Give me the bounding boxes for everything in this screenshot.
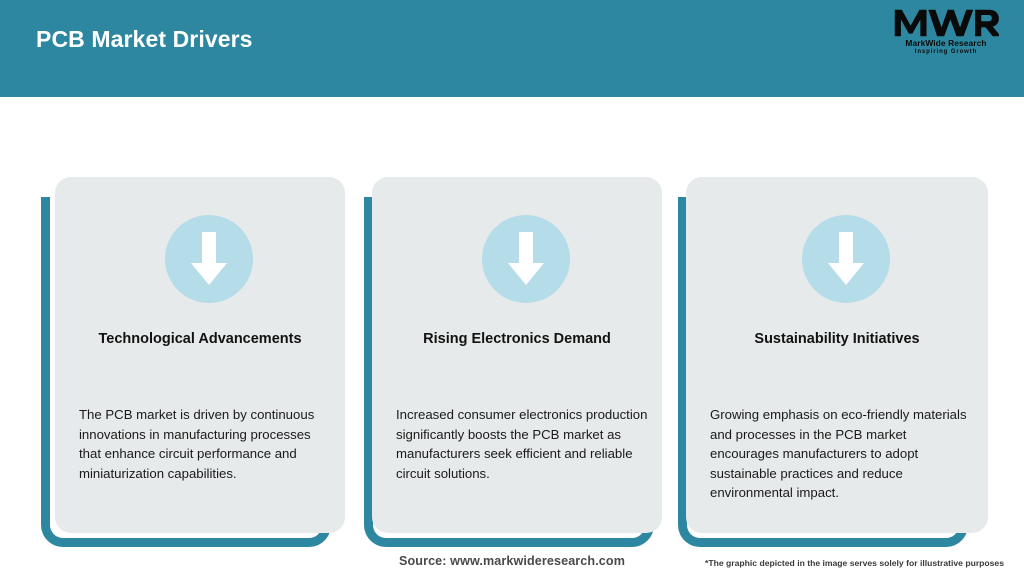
- brand-name: MarkWide Research: [905, 38, 987, 48]
- disclaimer-label: *The graphic depicted in the image serve…: [705, 558, 1004, 568]
- mwr-logo-icon: [894, 9, 999, 37]
- down-arrow-icon: [165, 215, 253, 303]
- driver-card[interactable]: Sustainability Initiatives Growing empha…: [686, 177, 988, 533]
- driver-card-body: Growing emphasis on eco-friendly materia…: [710, 407, 967, 501]
- driver-card[interactable]: Technological Advancements The PCB marke…: [55, 177, 345, 533]
- driver-card[interactable]: Rising Electronics Demand Increased cons…: [372, 177, 662, 533]
- source-label: Source: www.markwideresearch.com: [398, 554, 625, 568]
- header-bar: PCB Market Drivers MarkWide Research Ins…: [0, 0, 1024, 97]
- down-arrow-glyph: [191, 232, 227, 285]
- brand-logo: MarkWide Research Inspiring Growth: [892, 8, 1000, 60]
- down-arrow-icon: [482, 215, 570, 303]
- driver-card-group-3: Sustainability Initiatives Growing empha…: [672, 97, 990, 547]
- driver-card-body: Increased consumer electronics productio…: [396, 407, 648, 481]
- down-arrow-glyph: [508, 232, 544, 285]
- down-arrow-icon: [802, 215, 890, 303]
- driver-card-group-1: Technological Advancements The PCB marke…: [41, 97, 359, 547]
- driver-card-title: Rising Electronics Demand: [423, 331, 611, 347]
- driver-card-title: Sustainability Initiatives: [754, 331, 920, 347]
- brand-tagline: Inspiring Growth: [914, 49, 978, 55]
- page-title: PCB Market Drivers: [36, 26, 253, 52]
- down-arrow-glyph: [828, 232, 864, 285]
- driver-card-title: Technological Advancements: [98, 331, 302, 347]
- drivers-card-stage: Technological Advancements The PCB marke…: [0, 97, 1024, 547]
- driver-card-body: The PCB market is driven by continuous i…: [79, 407, 315, 481]
- driver-card-group-2: Rising Electronics Demand Increased cons…: [358, 97, 676, 547]
